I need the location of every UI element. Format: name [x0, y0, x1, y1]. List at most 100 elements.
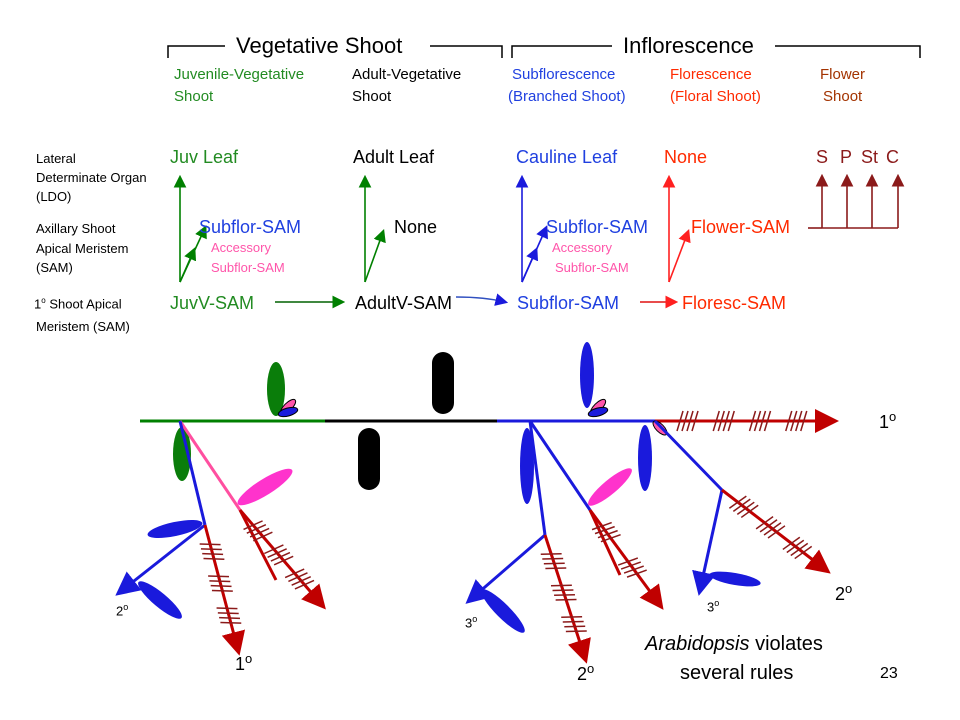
- pedicel-mark: [210, 584, 232, 588]
- pedicel-mark: [264, 544, 284, 555]
- axillary-adult-none: None: [394, 217, 438, 237]
- juvenile-phase-label-1: Juvenile-Vegetative: [174, 66, 305, 83]
- juvenile-leaves: [173, 362, 285, 481]
- left-branch-system: [115, 420, 326, 656]
- pedicel-mark: [755, 516, 774, 530]
- pedicel-mark: [736, 501, 755, 515]
- florescence-phase-label-2: (Floral Shoot): [670, 88, 761, 105]
- subflorescence-phase-label-1: Subflorescence: [512, 66, 616, 83]
- pedicel-mark: [763, 522, 782, 536]
- adult-phase-label-1: Adult-Vegetative: [352, 66, 462, 83]
- pedicel-mark: [203, 557, 225, 560]
- main-axis-order-label: 1o: [879, 409, 897, 432]
- pedicel-mark: [617, 557, 639, 566]
- primary-floresc-sam: Floresc-SAM: [682, 293, 787, 313]
- floral-organ-c: C: [886, 147, 899, 167]
- left-secondary-order-label: 2o: [116, 602, 129, 619]
- pedicel-mark: [727, 410, 735, 432]
- pedicel-mark: [794, 545, 813, 560]
- pedicel-mark: [600, 533, 621, 543]
- pedicel-mark: [740, 504, 759, 519]
- floral-organ-s: S: [816, 147, 829, 167]
- florescence-phase-label-1: Florescence: [670, 66, 752, 83]
- pedicel-mark: [795, 410, 803, 432]
- pedicel-mark: [199, 543, 221, 546]
- pedicel-mark: [717, 410, 725, 432]
- juvenile-phase-label-2: Shoot: [174, 88, 214, 105]
- flower-pedicels: [199, 410, 813, 633]
- row-label-primary-2: Meristem (SAM): [36, 319, 130, 334]
- pedicel-mark: [728, 495, 747, 509]
- pedicel-mark: [623, 565, 644, 574]
- pedicel-mark: [243, 520, 263, 531]
- pedicel-mark: [220, 621, 242, 624]
- pedicel-mark: [676, 410, 684, 432]
- pedicel-mark: [209, 580, 231, 583]
- axillary-buds: [277, 398, 668, 436]
- primary-adult-sam: AdultV-SAM: [355, 293, 453, 313]
- axillary-juv-subflor-sam: Subflor-SAM: [199, 217, 302, 237]
- lateral-arrows: [173, 174, 676, 282]
- pedicel-mark: [267, 548, 287, 558]
- pedicel-mark: [782, 536, 801, 551]
- inflorescence-header: Inflorescence: [623, 33, 754, 58]
- arabidopsis-note-line-1: Arabidopsis violates: [645, 633, 823, 655]
- accessory-subflor-label-2: Subflor-SAM: [555, 260, 629, 275]
- left-branch-leaves: [138, 468, 293, 619]
- pedicel-mark: [691, 410, 699, 432]
- flower-phase-label-2: Shoot: [823, 88, 863, 105]
- pedicel-mark: [620, 561, 642, 570]
- pedicel-mark: [211, 589, 233, 592]
- pedicel-mark: [202, 552, 224, 556]
- lateral-none: None: [664, 147, 708, 167]
- flower-phase-label-1: Flower: [820, 66, 866, 83]
- floral-organ-arrows: [808, 173, 905, 229]
- right-secondary-order-label: 2o: [835, 581, 853, 604]
- right-branch-leaves: [709, 571, 761, 587]
- pedicel-mark: [758, 410, 767, 432]
- pedicel-mark: [732, 498, 751, 512]
- lateral-cauline-leaf: Cauline Leaf: [516, 147, 618, 167]
- arabidopsis-note-line-2: several rules: [680, 662, 794, 684]
- pedicel-mark: [284, 568, 305, 579]
- adult-phase-label-2: Shoot: [352, 88, 392, 105]
- row-label-lateral-2: Determinate Organ: [36, 170, 147, 185]
- pedicel-mark: [748, 410, 757, 432]
- primary-progression-arrows: [275, 293, 679, 309]
- lateral-adult-leaf: Adult Leaf: [353, 147, 435, 167]
- pedicel-mark: [763, 410, 772, 432]
- primary-juv-sam: JuvV-SAM: [170, 293, 255, 313]
- pedicel-mark: [216, 607, 238, 610]
- pedicel-mark: [767, 525, 786, 539]
- floral-organ-p: P: [840, 147, 853, 167]
- right-branch-system: [653, 419, 831, 596]
- pedicel-mark: [712, 410, 720, 432]
- pedicel-mark: [790, 542, 809, 557]
- pedicel-mark: [786, 539, 805, 554]
- pedicel-mark: [591, 521, 612, 531]
- pedicel-mark: [291, 575, 312, 586]
- left-primary-order-label: 1o: [235, 651, 253, 674]
- axillary-arrows: [179, 225, 691, 283]
- pedicel-mark: [208, 575, 230, 578]
- pedicel-mark: [759, 519, 778, 533]
- row-label-lateral-3: (LDO): [36, 189, 72, 204]
- lateral-juv-leaf: Juv Leaf: [170, 147, 239, 167]
- pedicel-mark: [800, 410, 808, 432]
- pedicel-mark: [626, 569, 647, 578]
- row-label-axillary-1: Axillary Shoot: [36, 221, 116, 236]
- axillary-subflor-sam: Subflor-SAM: [546, 217, 649, 237]
- pedicel-mark: [217, 612, 239, 615]
- pedicel-mark: [790, 410, 798, 432]
- pedicel-mark: [597, 529, 618, 539]
- inflorescence-bracket: [511, 45, 921, 58]
- pedicel-mark: [200, 548, 222, 551]
- row-label-axillary-2: Apical Meristem: [36, 241, 129, 256]
- middle-tertiary-order-label: 3o: [465, 614, 478, 631]
- pedicel-mark: [722, 410, 730, 432]
- primary-subflor-sam: Subflor-SAM: [517, 293, 620, 313]
- accessory-juv-label-1: Accessory: [211, 240, 271, 255]
- pedicel-mark: [686, 410, 694, 432]
- vegetative-bracket: [167, 45, 503, 58]
